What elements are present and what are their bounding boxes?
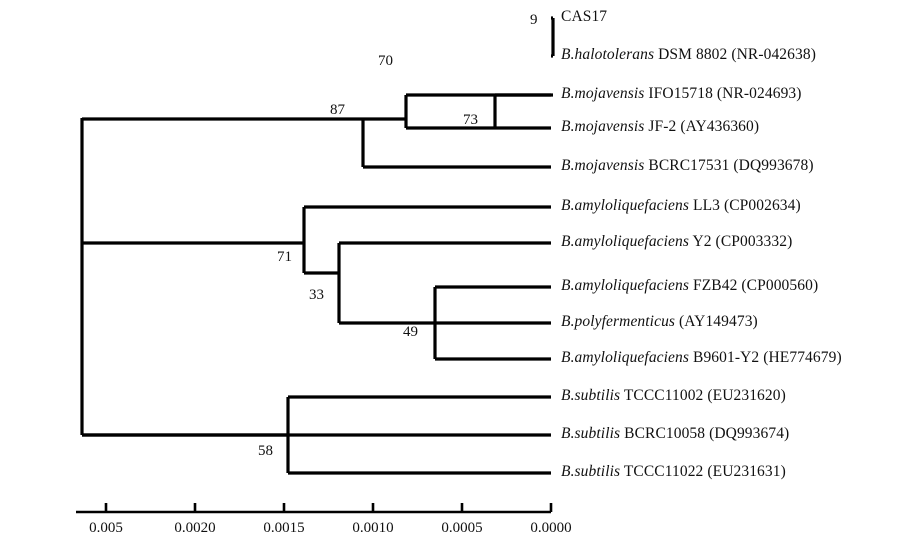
taxon-species-amylo_b9601: B.amyloliquefaciens	[561, 349, 690, 366]
bootstrap-value-node-58: 58	[258, 443, 273, 459]
scale-axis-label-5: 0.0000	[530, 520, 572, 536]
bootstrap-value-node-73: 73	[463, 112, 478, 128]
branch-layer	[80, 16, 555, 475]
taxon-strain-moja_jf2: JF-2 (AY436360)	[648, 118, 760, 135]
taxon-strain-halo_dsm8802: DSM 8802 (NR-042638)	[658, 46, 816, 63]
scale-axis-label-0: 0.005	[89, 520, 123, 536]
scale-axis-layer	[76, 503, 553, 514]
taxon-label-amylo_y2: B.amyloliquefaciens Y2 (CP003332)	[561, 234, 792, 250]
taxon-strain-polyferm: (AY149473)	[679, 313, 758, 330]
taxon-strain-moja_ifo15718: IFO15718 (NR-024693)	[648, 85, 802, 102]
taxon-label-amylo_b9601: B.amyloliquefaciens B9601-Y2 (HE774679)	[561, 350, 842, 366]
taxon-label-moja_jf2: B.mojavensis JF-2 (AY436360)	[561, 119, 759, 135]
taxon-species-moja_jf2: B.mojavensis	[561, 118, 645, 135]
taxon-species-sub_tccc11002: B.subtilis	[561, 387, 621, 404]
bootstrap-value-node-87: 87	[330, 102, 345, 118]
bootstrap-value-node-49: 49	[403, 324, 418, 340]
taxon-species-polyferm: B.polyfermenticus	[561, 313, 676, 330]
scale-axis-label-3: 0.0010	[352, 520, 394, 536]
scale-axis-label-1: 0.0020	[174, 520, 216, 536]
taxon-species-sub_bcrc10058: B.subtilis	[561, 425, 621, 442]
taxon-label-polyferm: B.polyfermenticus (AY149473)	[561, 314, 758, 330]
bootstrap-value-node-71: 71	[277, 249, 292, 265]
taxon-species-amylo_y2: B.amyloliquefaciens	[561, 233, 690, 250]
taxon-label-amylo_ll3: B.amyloliquefaciens LL3 (CP002634)	[561, 198, 801, 214]
taxon-label-cas17: CAS17	[561, 9, 607, 25]
taxon-label-amylo_fzb42: B.amyloliquefaciens FZB42 (CP000560)	[561, 278, 818, 294]
taxon-strain-moja_bcrc17531: BCRC17531 (DQ993678)	[648, 157, 814, 174]
taxon-strain-amylo_ll3: LL3 (CP002634)	[693, 197, 801, 214]
taxon-label-sub_bcrc10058: B.subtilis BCRC10058 (DQ993674)	[561, 426, 789, 442]
scale-axis-label-4: 0.0005	[441, 520, 483, 536]
taxon-species-amylo_ll3: B.amyloliquefaciens	[561, 197, 690, 214]
taxon-label-sub_tccc11022: B.subtilis TCCC11022 (EU231631)	[561, 464, 786, 480]
taxon-label-sub_tccc11002: B.subtilis TCCC11002 (EU231620)	[561, 388, 786, 404]
taxon-species-sub_tccc11022: B.subtilis	[561, 463, 621, 480]
taxon-species-amylo_fzb42: B.amyloliquefaciens	[561, 277, 690, 294]
taxon-strain-amylo_b9601: B9601-Y2 (HE774679)	[693, 349, 842, 366]
taxon-label-halo_dsm8802: B.halotolerans DSM 8802 (NR-042638)	[561, 47, 816, 63]
taxon-strain-sub_bcrc10058: BCRC10058 (DQ993674)	[624, 425, 790, 442]
taxon-label-moja_bcrc17531: B.mojavensis BCRC17531 (DQ993678)	[561, 158, 814, 174]
scale-axis-label-2: 0.0015	[263, 520, 305, 536]
taxon-strain-sub_tccc11022: TCCC11022 (EU231631)	[623, 463, 786, 480]
taxon-strain-sub_tccc11002: TCCC11002 (EU231620)	[623, 387, 786, 404]
taxon-species-halo_dsm8802: B.halotolerans	[561, 46, 655, 63]
taxon-strain-amylo_fzb42: FZB42 (CP000560)	[693, 277, 819, 294]
bootstrap-value-node-70: 70	[378, 53, 393, 69]
taxon-species-moja_ifo15718: B.mojavensis	[561, 85, 645, 102]
bootstrap-value-node-9: 9	[530, 12, 538, 28]
taxon-strain-cas17: CAS17	[561, 8, 608, 25]
bootstrap-value-node-33: 33	[309, 287, 324, 303]
taxon-species-moja_bcrc17531: B.mojavensis	[561, 157, 645, 174]
taxon-strain-amylo_y2: Y2 (CP003332)	[692, 233, 793, 250]
taxon-label-moja_ifo15718: B.mojavensis IFO15718 (NR-024693)	[561, 86, 802, 102]
